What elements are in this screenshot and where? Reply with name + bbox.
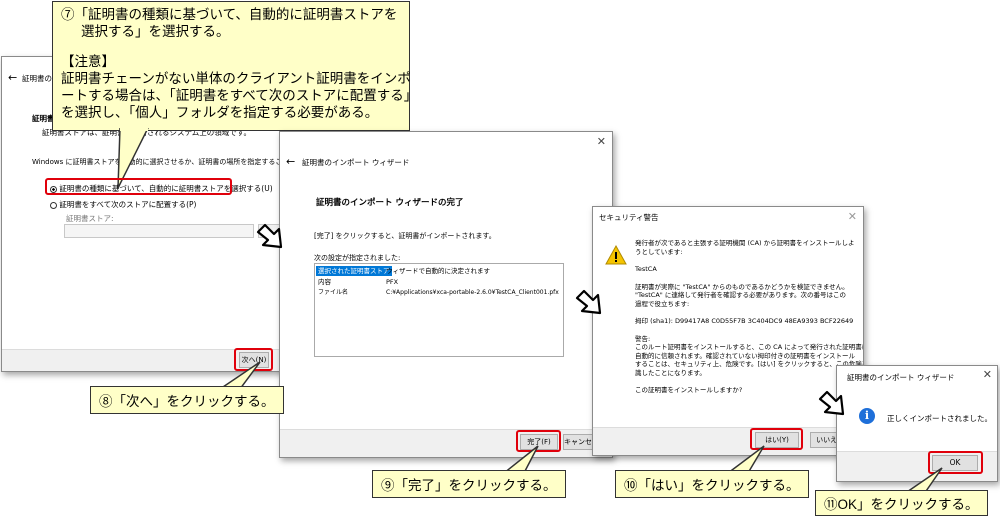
warning-w1: このルート証明書をインストールすると、この CA によって発行された証明書は (635, 343, 864, 351)
close-icon[interactable]: ✕ (982, 368, 992, 381)
window-title: 証明書のインポート ウィザード (847, 373, 955, 382)
settings-value: C:¥Applications¥xca-portable-2.6.0¥TestC… (386, 289, 559, 296)
radio-specific-label: 証明書をすべて次のストアに配置する(P) (59, 200, 197, 209)
store-label: 証明書ストア: (66, 214, 114, 223)
warning-p1b: うとしています: (635, 247, 683, 256)
note-heading: 【注意】 (61, 54, 115, 69)
settings-row-content: 内容 PFX (316, 277, 562, 287)
instruction-callout-9: ⑨「完了」をクリックする。 (372, 470, 566, 498)
note-line-1: 証明書チェーンがない単体のクライアント証明書をインポ (61, 71, 411, 86)
radio-empty-icon (50, 201, 57, 209)
callout-line-1: ⑦「証明書の種類に基づいて、自動的に証明書ストアを (61, 7, 398, 22)
radio-auto-store[interactable]: 証明書の種類に基づいて、自動的に証明書ストアを選択する(U) (50, 183, 273, 194)
note-line-2: ートする場合は、「証明書をすべて次のストアに配置する」 (61, 88, 418, 103)
warning-w2: 自動的に信頼されます。確認されていない拇印付きの証明書をインストール (635, 351, 856, 360)
finish-highlight (516, 430, 561, 452)
instruction-callout-10: ⑩「はい」をクリックする。 (615, 470, 809, 498)
back-arrow-icon[interactable]: ← (8, 71, 18, 84)
step-arrow-3 (818, 390, 845, 416)
settings-key: ファイル名 (318, 289, 349, 296)
warning-w3: することは、セキュリティ上、危険です。[はい] をクリックすると、この危険を認 (635, 360, 864, 368)
radio-specific-store[interactable]: 証明書をすべて次のストアに配置する(P) (50, 199, 196, 210)
wizard-window-finish: ✕ ← 証明書のインポート ウィザード 証明書のインポート ウィザードの完了 [… (279, 131, 613, 458)
ok-button[interactable]: OK (932, 455, 978, 471)
yes-highlight (750, 428, 803, 450)
radio-highlight (45, 178, 232, 195)
callout-pointer (117, 128, 149, 189)
settings-value: ウィザードで自動的に決定されます (386, 267, 490, 275)
instruction-callout-11: ⑪OK」をクリックする。 (815, 490, 988, 516)
yes-button[interactable]: はい(Y) (755, 432, 799, 448)
ca-name: TestCA (635, 265, 657, 273)
window-title: 証明書のインポート ウィザード (302, 158, 410, 167)
ok-highlight (928, 451, 983, 474)
warning-w4: 識したことになります。 (635, 368, 706, 377)
close-icon[interactable]: ✕ (596, 135, 606, 148)
description: Windows に証明書ストアを自動的に選択させるか、証明書の場所を指定すること… (32, 158, 285, 166)
settings-value: PFX (386, 278, 399, 286)
description: [完了] をクリックすると、証明書がインポートされます。 (314, 232, 496, 240)
note-line-3: を選択し、「個人」フォルダを指定する必要がある。 (61, 105, 379, 120)
cancel-button[interactable]: キャンセル (563, 434, 595, 450)
warning-p2c: 過程で役立ちます: (635, 299, 690, 308)
radio-auto-label: 証明書の種類に基づいて、自動的に証明書ストアを選択する(U) (59, 184, 273, 193)
window-footer (280, 429, 612, 457)
settings-label: 次の設定が指定されました: (314, 254, 401, 262)
back-arrow-icon[interactable]: ← (286, 155, 296, 168)
info-icon: i (859, 408, 875, 424)
settings-key: 内容 (318, 278, 331, 286)
finish-button[interactable]: 完了(F) (520, 434, 558, 450)
settings-row-store: 選択された証明書ストア ウィザードで自動的に決定されます (316, 266, 562, 276)
settings-list: 選択された証明書ストア ウィザードで自動的に決定されます 内容 PFX ファイル… (314, 263, 564, 357)
warning-p1: 発行者が次であると主張する証明機関 (CA) から証明書をインストールしよ (635, 239, 855, 247)
step-arrow-1 (256, 223, 283, 249)
close-icon[interactable]: ✕ (847, 210, 857, 223)
warning-heading: 警告: (635, 334, 651, 343)
warning-p2: 証明書が実際に "TestCA" からのものであるかどうかを検証できません。 (635, 282, 849, 291)
success-message: 正しくインポートされました。 (887, 414, 992, 423)
install-question: この証明書をインストールしますか? (635, 386, 743, 394)
step-arrow-2 (575, 289, 602, 315)
settings-key: 選択された証明書ストア (316, 266, 392, 276)
store-input[interactable] (64, 224, 254, 238)
warning-icon (605, 245, 627, 265)
warning-text: 発行者が次であると主張する証明機関 (CA) から証明書をインストールしよ うと… (635, 239, 863, 395)
radio-selected-icon (50, 185, 57, 193)
callout-line-2: 選択する」を選択する。 (81, 24, 230, 39)
thumbprint: 拇印 (sha1): D99417A8 C0D55F7B 3C404DC9 48… (635, 317, 854, 325)
security-warning-window: セキュリティ警告 ✕ 発行者が次であると主張する証明機関 (CA) から証明書を… (592, 206, 864, 456)
settings-row-filename: ファイル名 C:¥Applications¥xca-portable-2.6.0… (316, 288, 562, 298)
page-heading: 証明書のインポート ウィザードの完了 (316, 198, 464, 208)
warning-p2b: "TestCA" に連絡して発行者を確認する必要があります。次の番号はこの (635, 291, 846, 299)
window-footer (2, 349, 285, 371)
window-title: セキュリティ警告 (599, 213, 659, 222)
instruction-callout-7: ⑦「証明書の種類に基づいて、自動的に証明書ストアを 選択する」を選択する。 【注… (52, 1, 418, 131)
instruction-callout-8: ⑧「次へ」をクリックする。 (90, 386, 284, 414)
